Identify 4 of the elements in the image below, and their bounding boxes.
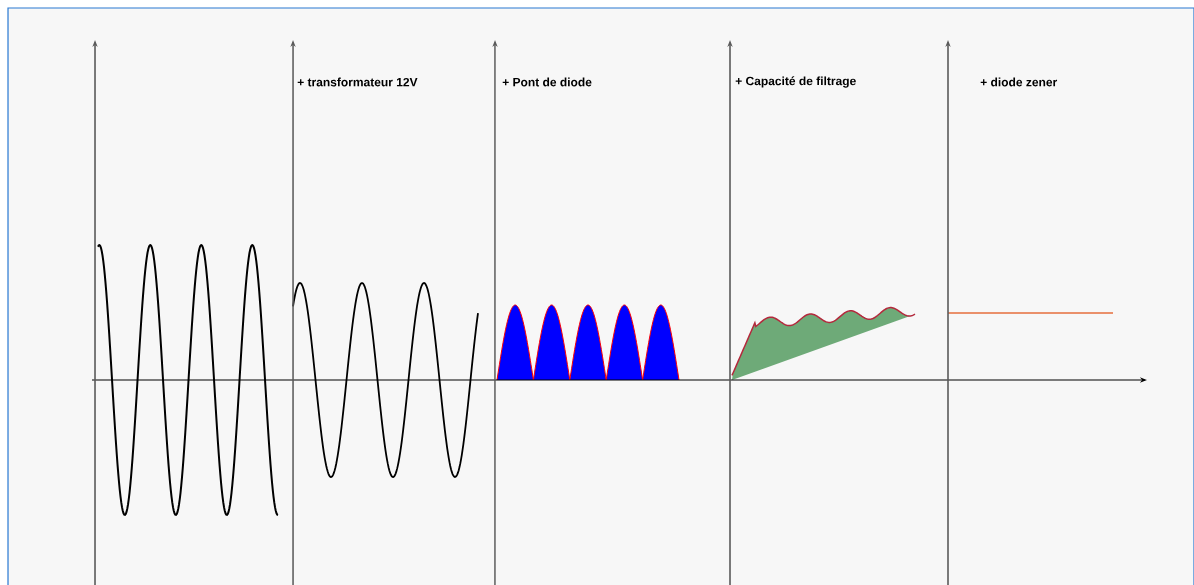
stage-label: + transformateur 12V (297, 77, 418, 87)
stage-label: + diode zener (980, 77, 1058, 87)
stage-label: + Capacité de filtrage (735, 76, 856, 88)
stage-label: + Pont de diode (502, 77, 592, 87)
